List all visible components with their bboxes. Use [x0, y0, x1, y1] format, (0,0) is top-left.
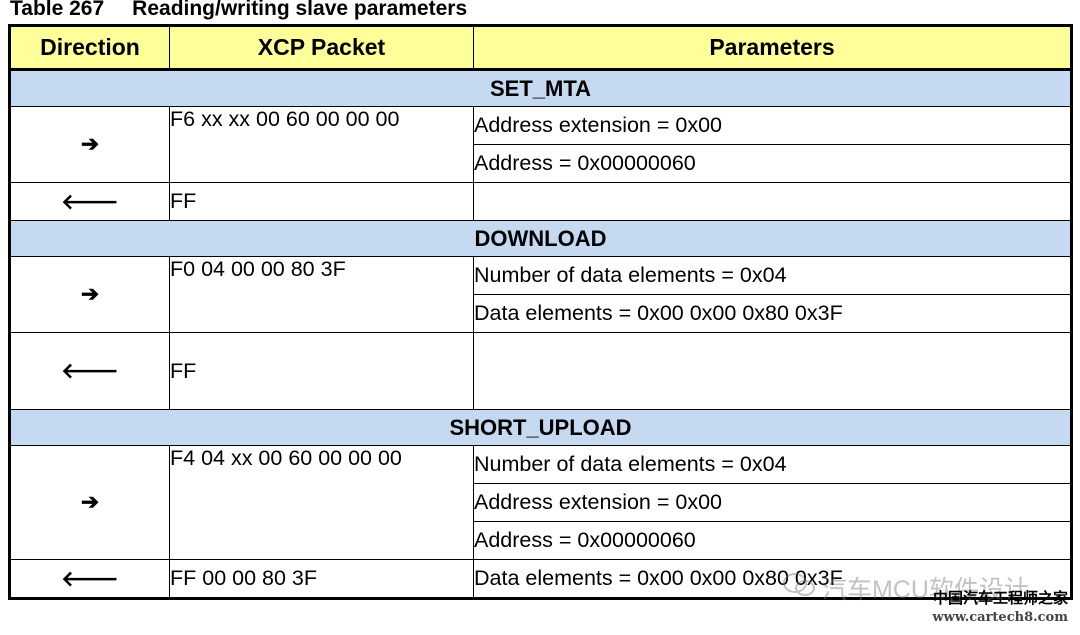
site-name: 中国汽车工程师之家: [932, 589, 1068, 607]
packet-cell: F6 xx xx 00 60 00 00 00: [169, 106, 474, 183]
header-packet: XCP Packet: [169, 25, 474, 71]
wechat-icon: [783, 573, 815, 596]
table-row: 🡐 FF: [9, 182, 1072, 221]
section-title-short-upload: SHORT_UPLOAD: [9, 409, 1072, 446]
param-cell: Number of data elements = 0x04: [473, 445, 1072, 484]
arrow-left-icon: 🡐: [9, 182, 170, 221]
packet-cell: FF: [169, 182, 474, 221]
section-row: DOWNLOAD: [9, 220, 1072, 257]
param-cell-empty: [473, 332, 1072, 410]
param-cell: Address = 0x00000060: [473, 144, 1072, 183]
arrow-right-icon: ➔: [9, 445, 170, 560]
site-url: www.cartech8.com: [932, 610, 1068, 625]
param-cell: Address = 0x00000060: [473, 521, 1072, 560]
section-row: SHORT_UPLOAD: [9, 409, 1072, 446]
param-cell: Data elements = 0x00 0x00 0x80 0x3F: [473, 559, 1072, 599]
watermark-text: 汽车MCU软件设计: [822, 576, 1029, 604]
section-title-set-mta: SET_MTA: [9, 69, 1072, 107]
header-parameters: Parameters: [473, 25, 1072, 71]
param-cell: Address extension = 0x00: [473, 483, 1072, 522]
param-cell: Address extension = 0x00: [473, 106, 1072, 145]
arrow-left-icon: 🡐: [9, 559, 170, 599]
table-caption: Table 267 Reading/writing slave parameter…: [10, 0, 467, 22]
packet-cell: FF: [169, 332, 474, 410]
table-title: Reading/writing slave parameters: [132, 0, 468, 20]
section-title-download: DOWNLOAD: [9, 220, 1072, 257]
param-cell: Number of data elements = 0x04: [473, 256, 1072, 295]
site-watermark: 中国汽车工程师之家 www.cartech8.com: [932, 588, 1068, 628]
packet-cell: F0 04 00 00 80 3F: [169, 256, 474, 333]
arrow-right-icon: ➔: [9, 256, 170, 333]
header-row: Direction XCP Packet Parameters: [9, 25, 1072, 71]
table-row: Data elements = 0x00 0x00 0x80 0x3F: [10, 294, 1072, 333]
packet-cell: FF 00 00 80 3F: [169, 559, 474, 599]
table-row: Address = 0x00000060: [10, 144, 1072, 183]
table-number: Table 267: [10, 0, 105, 20]
xcp-table: Direction XCP Packet Parameters SET_MTA …: [8, 24, 1073, 600]
table-row: ➔ F6 xx xx 00 60 00 00 00 Address extens…: [9, 106, 1072, 183]
param-cell-empty: [473, 182, 1072, 221]
table-row: Address extension = 0x00: [10, 483, 1072, 522]
param-cell: Data elements = 0x00 0x00 0x80 0x3F: [473, 294, 1072, 333]
arrow-left-icon: 🡐: [9, 332, 170, 410]
packet-cell: F4 04 xx 00 60 00 00 00: [169, 445, 474, 560]
table-row: 🡐 FF 00 00 80 3F Data elements = 0x00 0x…: [9, 559, 1072, 599]
table-row: ➔ F0 04 00 00 80 3F Number of data eleme…: [9, 256, 1072, 333]
arrow-right-icon: ➔: [9, 106, 170, 183]
table-row: ➔ F4 04 xx 00 60 00 00 00 Number of data…: [9, 445, 1072, 560]
header-direction: Direction: [9, 25, 170, 71]
table-row: 🡐 FF: [9, 332, 1072, 410]
section-row: SET_MTA: [9, 69, 1072, 107]
